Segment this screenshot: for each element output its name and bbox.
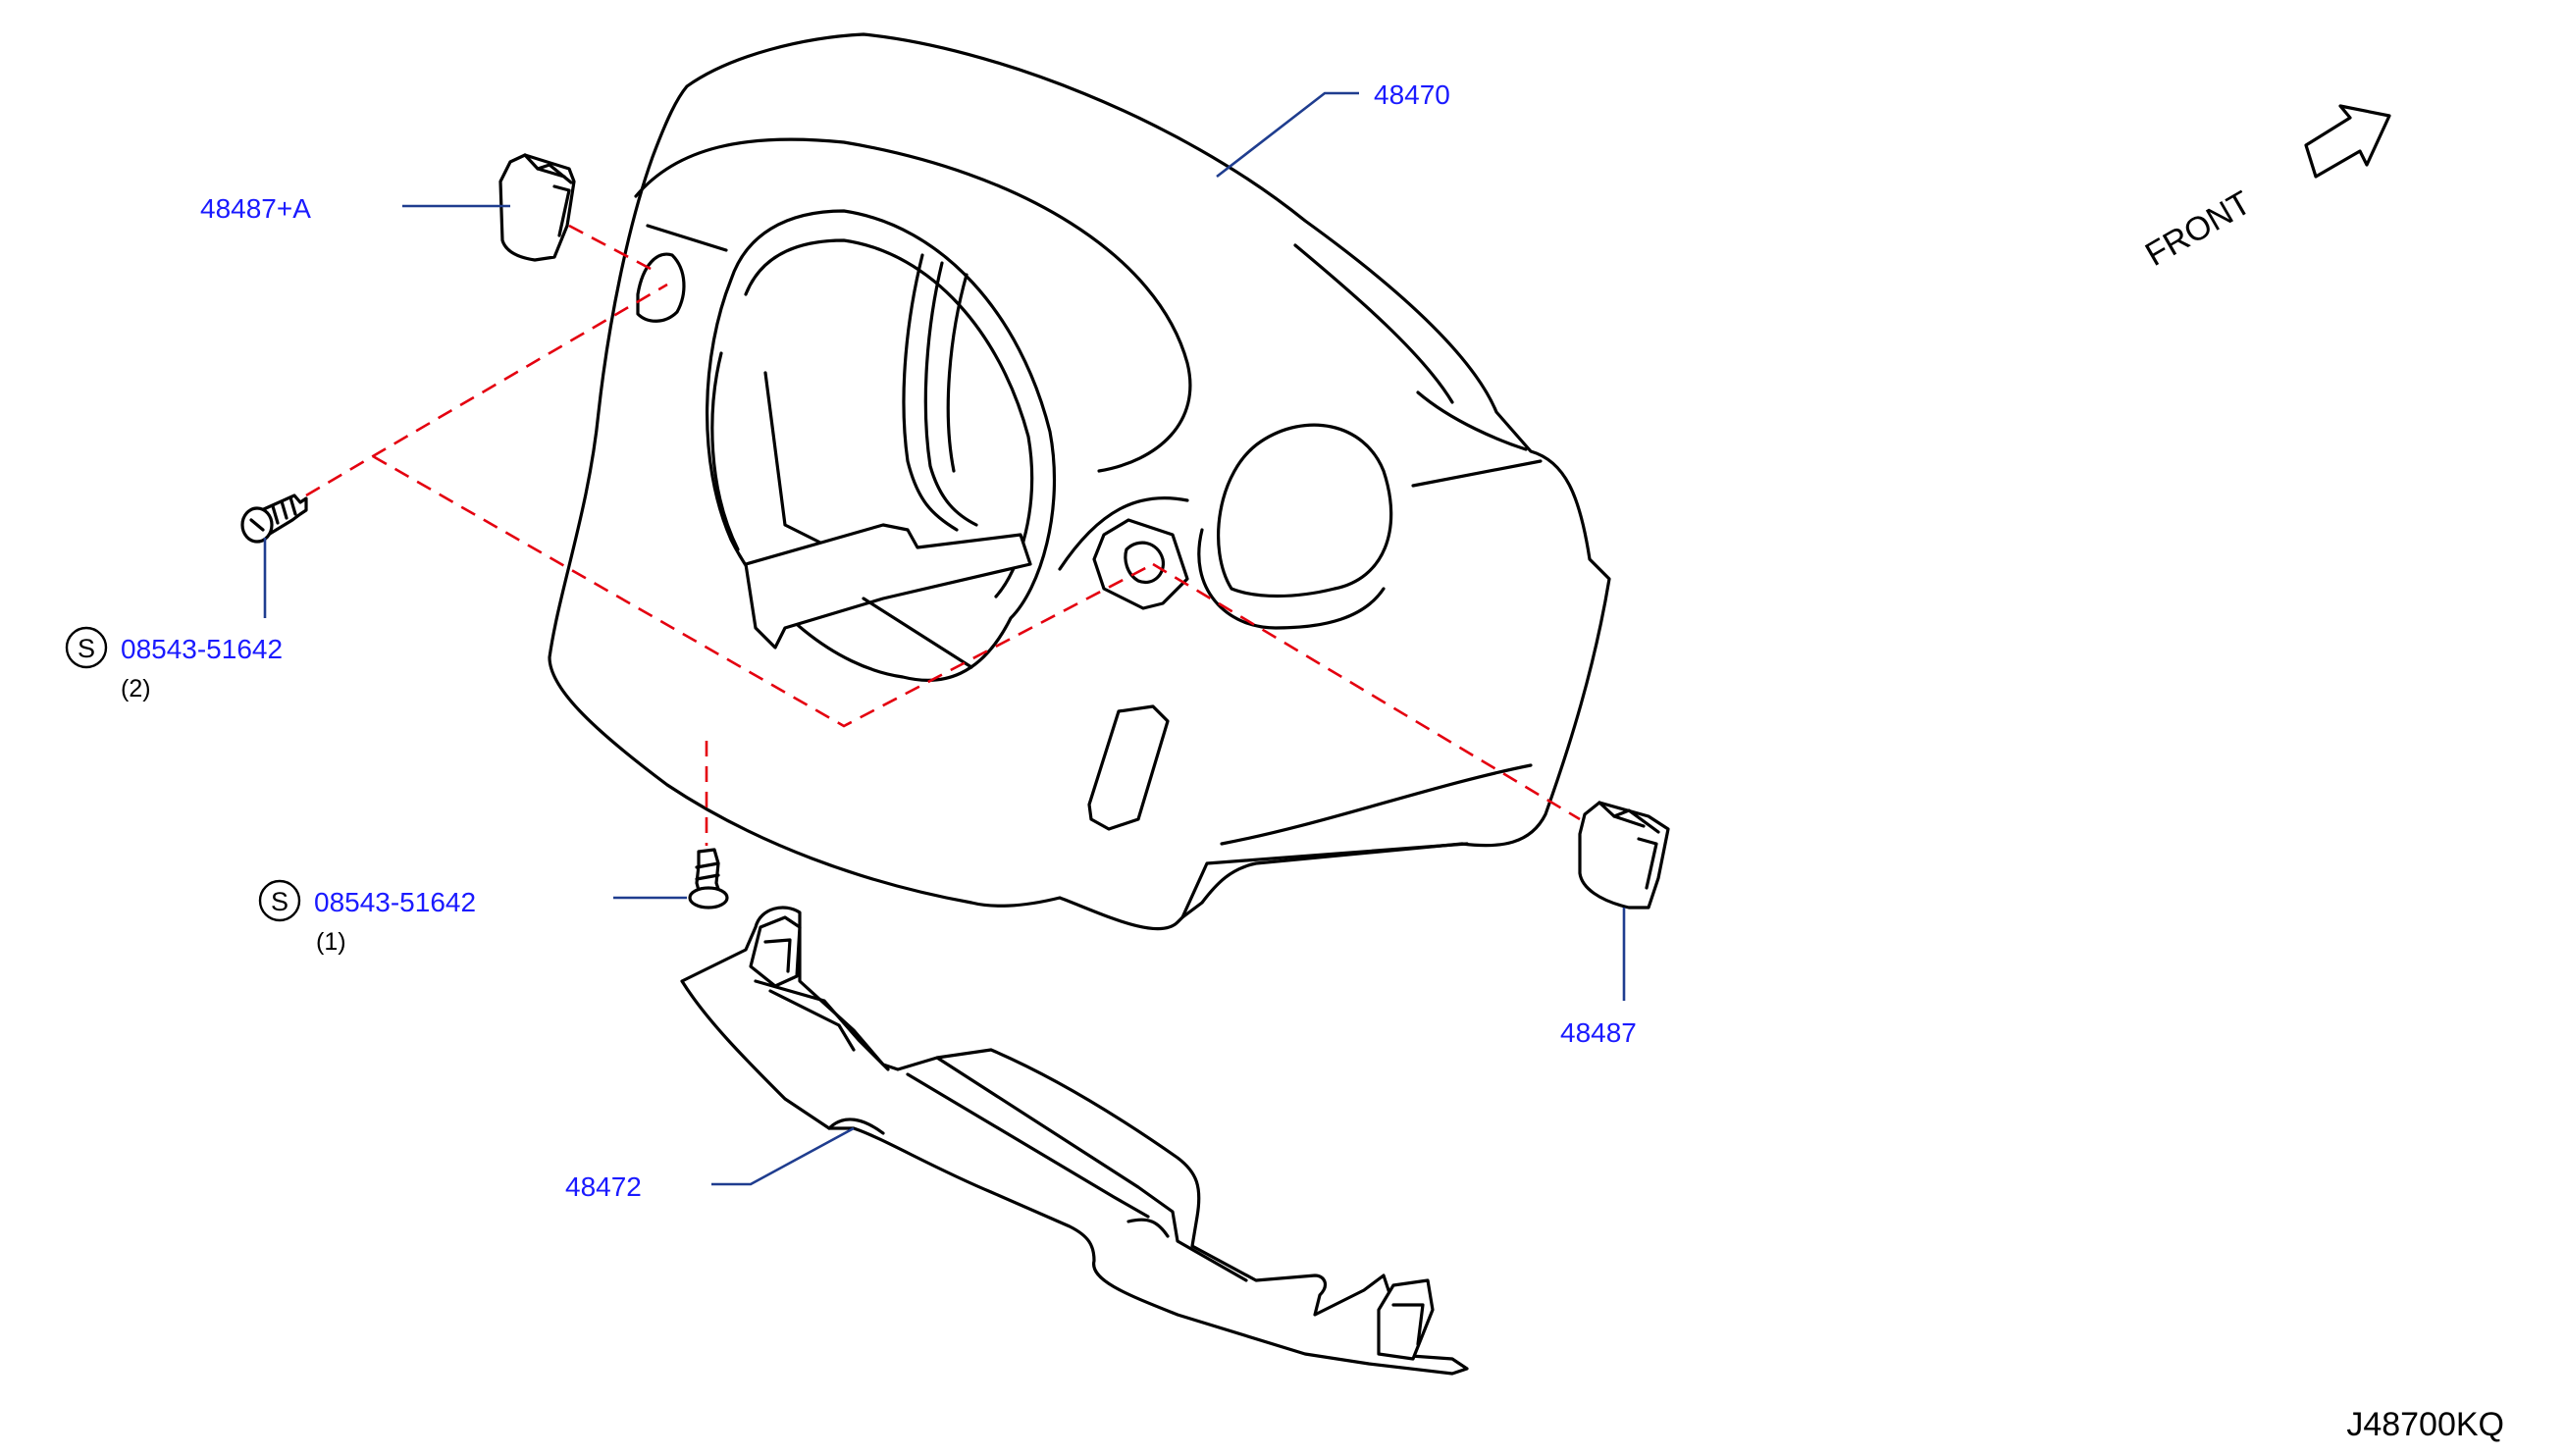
callout-48487a: 48487+A — [200, 193, 311, 224]
front-indicator: FRONT — [2139, 104, 2391, 274]
screw-lower[interactable] — [688, 848, 729, 910]
diagram-code: J48700KQ — [2346, 1406, 2504, 1443]
screw-lower-qty: (1) — [316, 928, 346, 956]
assembly-lines — [305, 224, 1581, 846]
front-arrow-icon — [2304, 104, 2391, 179]
callout-48470: 48470 — [1374, 79, 1450, 110]
screw-upper-qty: (2) — [121, 675, 151, 702]
column-cover-upper-48470[interactable] — [548, 32, 1611, 931]
leader-lines — [263, 91, 1626, 1186]
screw-upper-number: 08543-51642 — [121, 634, 283, 664]
standard-part-symbol — [65, 626, 108, 669]
screw-upper[interactable] — [240, 494, 308, 544]
cap-48487[interactable] — [1578, 801, 1670, 910]
standard-part-symbol — [258, 879, 301, 922]
callout-48487: 48487 — [1560, 1017, 1637, 1048]
standard-part-letter: S — [78, 634, 95, 663]
callout-screw-upper: S 08543-51642 (2) — [65, 626, 283, 702]
front-label: FRONT — [2139, 183, 2257, 273]
standard-part-letter: S — [271, 887, 288, 916]
cap-48487-a[interactable] — [498, 153, 576, 262]
callout-48472: 48472 — [565, 1171, 642, 1202]
callout-screw-lower: S 08543-51642 (1) — [258, 879, 476, 956]
column-cover-lower-48472[interactable] — [680, 906, 1469, 1376]
screw-lower-number: 08543-51642 — [314, 887, 476, 917]
